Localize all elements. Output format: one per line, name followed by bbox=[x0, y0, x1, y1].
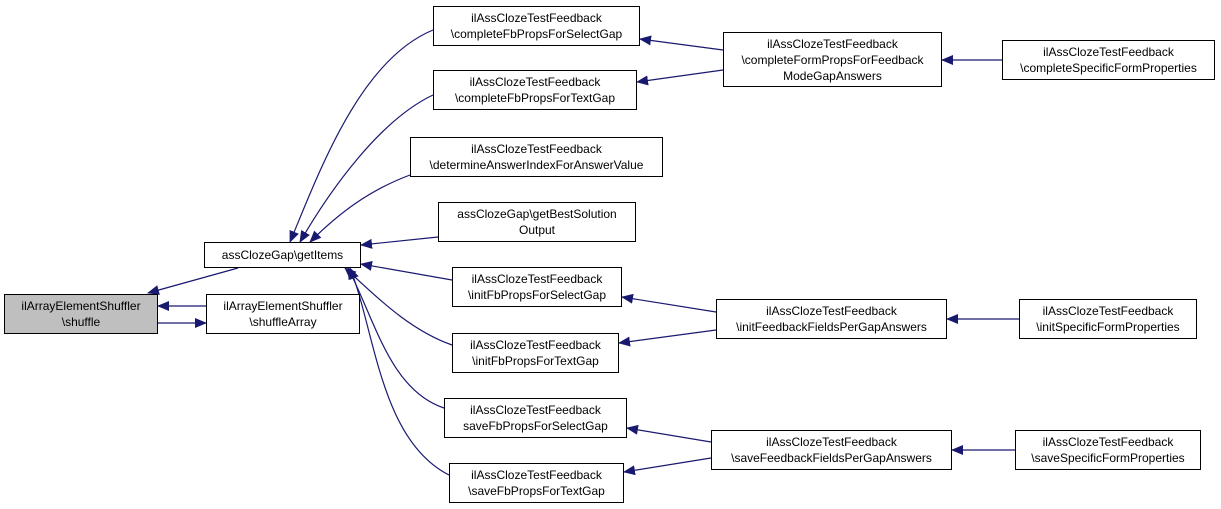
edge-saveFeedbackFields-to-saveSelect bbox=[626, 424, 712, 443]
edge-determineIndex-to-getItems bbox=[309, 174, 411, 243]
node-initSelect[interactable]: ilAssClozeTestFeedback \initFbPropsForSe… bbox=[452, 267, 622, 307]
node-shuffleArray[interactable]: ilArrayElementShuffler \shuffleArray bbox=[206, 294, 360, 334]
node-initFeedbackFields[interactable]: ilAssClozeTestFeedback \initFeedbackFiel… bbox=[716, 299, 947, 339]
node-initText[interactable]: ilAssClozeTestFeedback \initFbPropsForTe… bbox=[452, 333, 619, 373]
edge-completeSelect-to-getItems bbox=[289, 29, 434, 243]
node-saveFeedbackFields[interactable]: ilAssClozeTestFeedback \saveFeedbackFiel… bbox=[711, 430, 952, 470]
node-completeFormProps[interactable]: ilAssClozeTestFeedback \completeFormProp… bbox=[723, 32, 942, 87]
edge-completeFormProps-to-completeSelect bbox=[639, 35, 724, 51]
edge-saveSelect-to-getItems bbox=[347, 267, 445, 409]
node-completeText[interactable]: ilAssClozeTestFeedback \completeFbPropsF… bbox=[433, 70, 637, 110]
edge-initText-to-getItems bbox=[344, 267, 453, 346]
node-initSpecific[interactable]: ilAssClozeTestFeedback \initSpecificForm… bbox=[1019, 299, 1197, 339]
node-bestSolution[interactable]: assClozeGap\getBestSolution Output bbox=[438, 202, 636, 242]
edge-saveText-to-getItems bbox=[349, 267, 450, 476]
node-saveSpecific[interactable]: ilAssClozeTestFeedback \saveSpecificForm… bbox=[1015, 430, 1201, 470]
node-saveSelect[interactable]: ilAssClozeTestFeedback saveFbPropsForSel… bbox=[444, 398, 627, 438]
node-completeSpecific[interactable]: ilAssClozeTestFeedback \completeSpecific… bbox=[1002, 40, 1215, 80]
edge-getItems-to-shuffle bbox=[147, 267, 239, 295]
node-getItems[interactable]: assClozeGap\getItems bbox=[204, 242, 361, 268]
edge-initSelect-to-getItems bbox=[360, 260, 453, 281]
edge-initFeedbackFields-to-initSelect bbox=[621, 293, 717, 313]
edge-bestSolution-to-getItems bbox=[360, 236, 439, 249]
node-determineIndex[interactable]: ilAssClozeTestFeedback \determineAnswerI… bbox=[410, 137, 663, 177]
edge-completeFormProps-to-completeText bbox=[636, 69, 724, 86]
node-saveText[interactable]: ilAssClozeTestFeedback \saveFbPropsForTe… bbox=[449, 463, 624, 503]
edge-saveFeedbackFields-to-saveText bbox=[623, 457, 712, 476]
node-shuffle: ilArrayElementShuffler \shuffle bbox=[4, 294, 158, 334]
edge-initFeedbackFields-to-initText bbox=[618, 329, 717, 347]
edge-completeText-to-getItems bbox=[299, 94, 434, 243]
node-completeSelect[interactable]: ilAssClozeTestFeedback \completeFbPropsF… bbox=[433, 6, 640, 46]
